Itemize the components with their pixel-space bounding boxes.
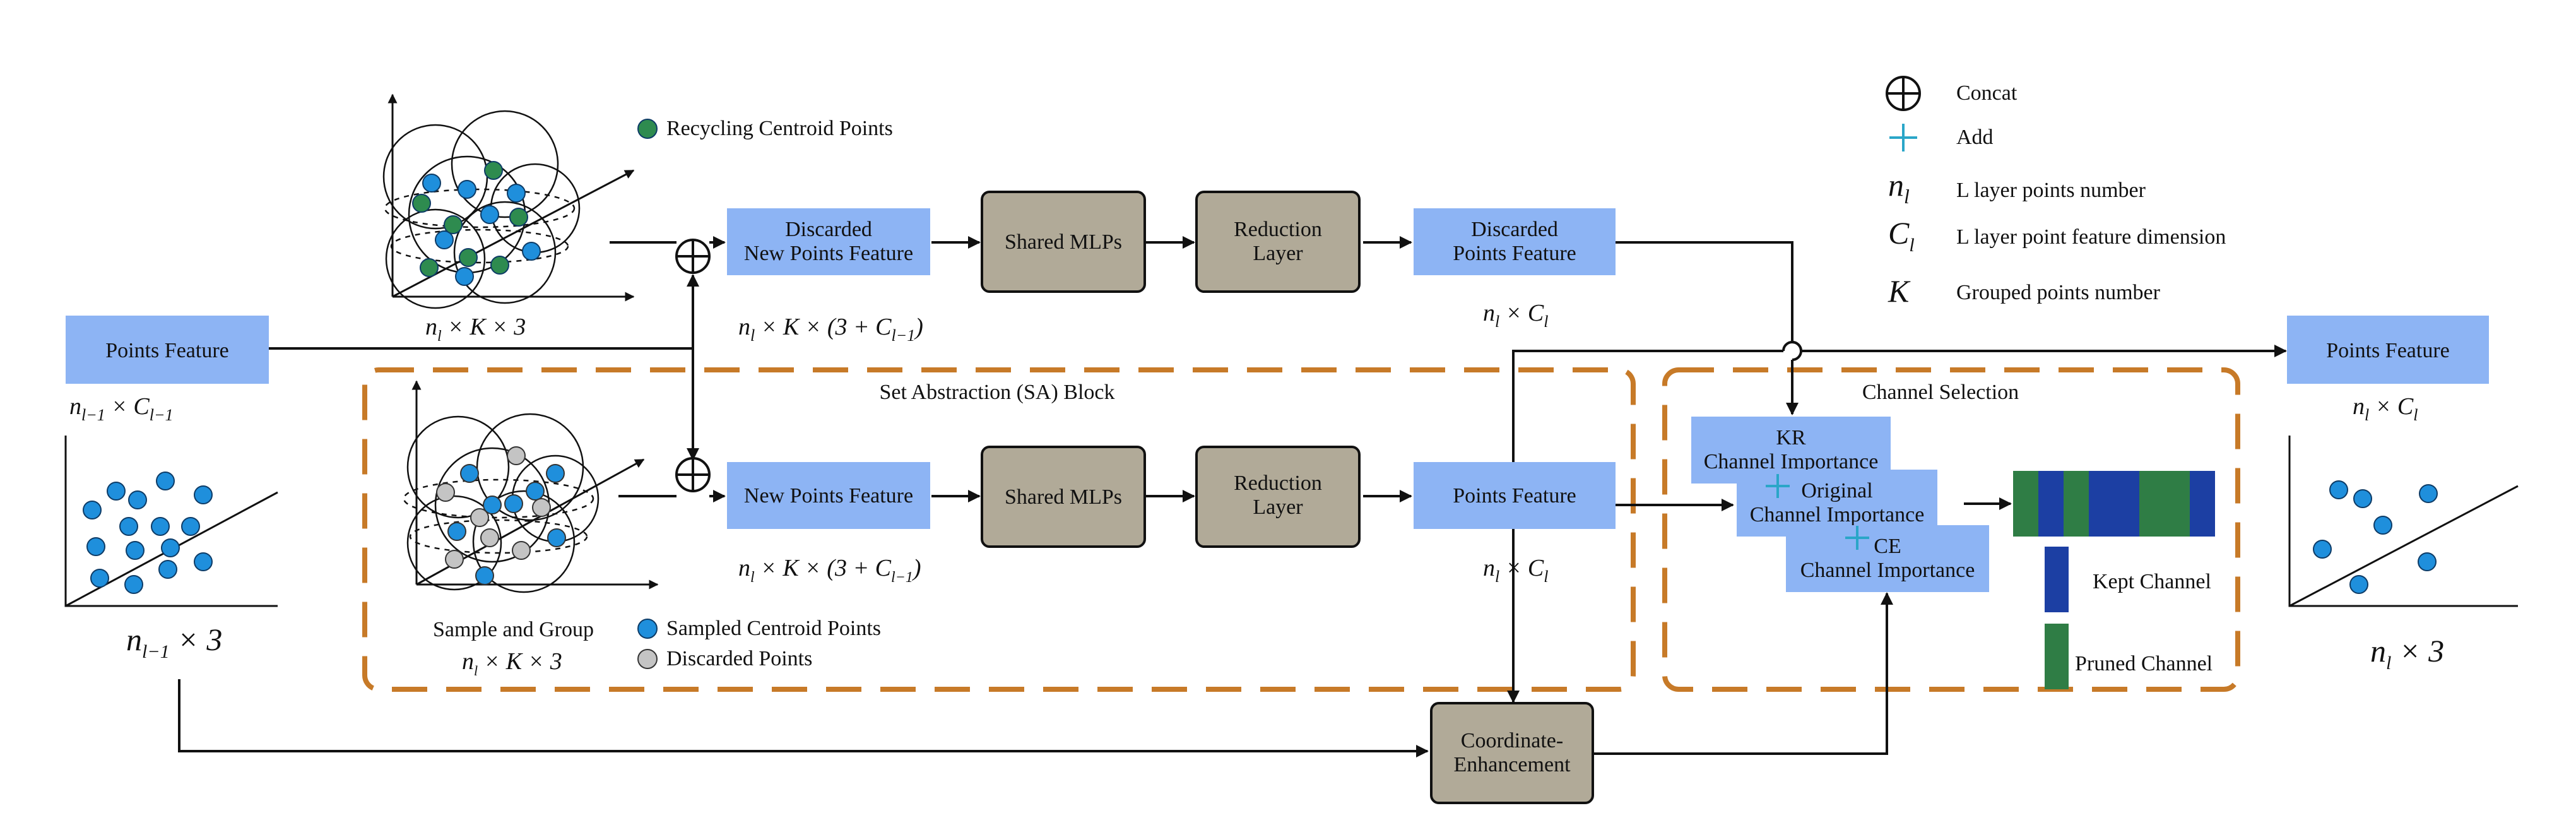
sa-points-feature-block: Points Feature — [1414, 462, 1616, 529]
top-concat-dim-label: nl × K × (3 + Cl−1) — [738, 314, 923, 345]
concat-icon — [675, 239, 711, 274]
discarded-new-points-feature-block: Discarded New Points Feature — [727, 208, 930, 275]
coordinate-enhancement-block: Coordinate- Enhancement — [1430, 702, 1594, 804]
point-cloud-icon — [403, 380, 659, 593]
channel-bar-icon — [2013, 471, 2215, 537]
channel-selection-title: Channel Selection — [1862, 381, 2019, 404]
add-icon — [1766, 474, 1790, 498]
kr-line-2: Channel Importance — [1704, 450, 1879, 473]
kept-channel-swatch — [2045, 547, 2069, 612]
top-cloud-dim-label: nl × K × 3 — [425, 314, 526, 345]
svg-text:New Points Feature: New Points Feature — [744, 484, 913, 507]
svg-text:Points Feature: Points Feature — [1453, 484, 1576, 507]
svg-text:Shared MLPs: Shared MLPs — [1005, 485, 1122, 509]
legend-add-label: Add — [1956, 126, 1994, 149]
discarded-legend: Discarded Points — [637, 647, 812, 670]
ce-importance-block: CE Channel Importance — [1786, 525, 1989, 592]
svg-text:Shared MLPs: Shared MLPs — [1005, 230, 1122, 254]
discarded-points-feature-block: Discarded Points Feature — [1414, 208, 1616, 275]
orig-line-2: Channel Importance — [1750, 503, 1925, 526]
point-cloud-icon — [2288, 436, 2519, 607]
kr-line-1: KR — [1776, 426, 1806, 449]
legend-nl-label: L layer points number — [1956, 179, 2146, 202]
pruned-channel-swatch — [2045, 624, 2069, 689]
output-cloud-dim-label: nl × 3 — [2370, 633, 2444, 674]
legend-cl-label: L layer point feature dimension — [1956, 225, 2226, 249]
svg-text:Recycling Centroid Points: Recycling Centroid Points — [666, 117, 893, 140]
sample-and-group-label: Sample and Group — [433, 618, 594, 641]
sa-block-title: Set Abstraction (SA) Block — [879, 381, 1114, 404]
dpf-line-1: Discarded — [1471, 218, 1558, 241]
kept-channel-legend: Kept Channel — [2045, 547, 2211, 612]
input-dim-label: nl−1 × Cl−1 — [69, 393, 174, 424]
svg-text:Pruned Channel: Pruned Channel — [2075, 652, 2213, 675]
output-points-feature-block: Points Feature — [2287, 316, 2489, 384]
rl-top-line-1: Reduction — [1234, 218, 1322, 241]
svg-text:Discarded Points: Discarded Points — [666, 647, 812, 670]
output-dim-label: nl × Cl — [2353, 393, 2418, 424]
dnpf-line-1: Discarded — [785, 218, 872, 241]
rl-bottom-line-1: Reduction — [1234, 472, 1322, 495]
svg-text:Points Feature: Points Feature — [105, 339, 228, 362]
legend-nl-symbol: nl — [1888, 167, 1910, 208]
legend-k-label: Grouped points number — [1956, 281, 2161, 304]
add-icon — [1845, 526, 1869, 550]
svg-text:Sampled Centroid Points: Sampled Centroid Points — [666, 617, 881, 640]
svg-text:Points Feature: Points Feature — [2326, 339, 2449, 362]
sa-block-region: Set Abstraction (SA) Block — [362, 367, 1636, 692]
channel-selection-region: Channel Selection — [1662, 367, 2240, 692]
reduction-layer-top-block: Reduction Layer — [1195, 191, 1361, 293]
ce-line-1: CE — [1874, 535, 1901, 558]
input-points-feature-block: Points Feature — [66, 316, 269, 384]
point-cloud-icon — [382, 93, 635, 309]
rl-bottom-line-2: Layer — [1253, 496, 1303, 519]
shared-mlps-top-block: Shared MLPs — [981, 191, 1146, 293]
ce-block-line-1: Coordinate- — [1461, 729, 1563, 752]
recycling-legend: Recycling Centroid Points — [637, 117, 893, 140]
ce-line-2: Channel Importance — [1800, 559, 1975, 582]
add-icon — [1889, 124, 1917, 151]
wires — [178, 236, 2287, 757]
bottom-cloud-dim-label: nl × K × 3 — [462, 648, 562, 679]
legend-cl-symbol: Cl — [1888, 215, 1915, 256]
new-points-feature-block: New Points Feature — [727, 462, 930, 529]
orig-line-1: Original — [1801, 479, 1872, 502]
legend: Concat Add nl L layer points number Cl L… — [1886, 76, 2226, 309]
pruned-channel-legend: Pruned Channel — [2045, 624, 2213, 689]
legend-k-symbol: K — [1888, 273, 1911, 309]
dnpf-line-2: New Points Feature — [744, 242, 913, 265]
point-cloud-icon — [64, 436, 278, 607]
concat-icon — [1886, 76, 1921, 111]
sampled-legend: Sampled Centroid Points — [637, 617, 881, 640]
top-out-dim-label: nl × Cl — [1483, 300, 1548, 331]
concat-icon — [675, 457, 711, 492]
bottom-concat-dim-label: nl × K × (3 + Cl−1) — [738, 555, 921, 586]
rl-top-line-2: Layer — [1253, 242, 1303, 265]
shared-mlps-bottom-block: Shared MLPs — [981, 446, 1146, 548]
sa-out-dim-label: nl × Cl — [1483, 555, 1548, 586]
svg-text:Kept Channel: Kept Channel — [2093, 570, 2211, 593]
input-cloud-dim-label: nl−1 × 3 — [126, 622, 222, 662]
reduction-layer-bottom-block: Reduction Layer — [1195, 446, 1361, 548]
dpf-line-2: Points Feature — [1453, 242, 1576, 265]
legend-concat-label: Concat — [1956, 81, 2018, 105]
ce-block-line-2: Enhancement — [1453, 753, 1571, 776]
